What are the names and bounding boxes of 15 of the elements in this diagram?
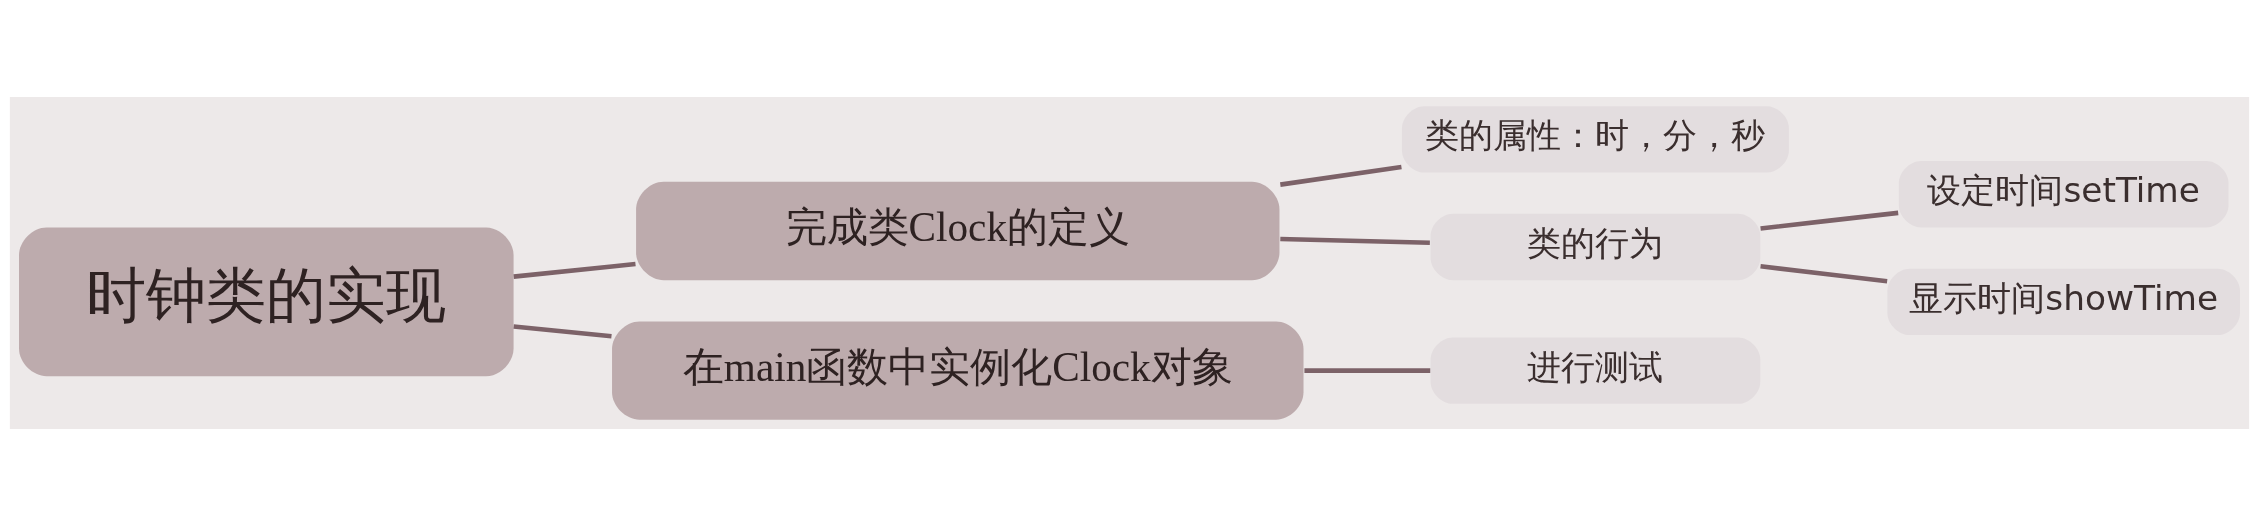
connector [1280, 164, 1402, 187]
node-box: 在main函数中实例化Clock对象 [612, 320, 1304, 420]
node-box: 设定时间setTime [1898, 160, 2229, 227]
connector [1760, 210, 1899, 231]
connector [1760, 263, 1888, 284]
connector [1304, 367, 1431, 373]
node-box: 时钟类的实现 [19, 227, 514, 376]
connector [513, 323, 612, 338]
connector [513, 261, 636, 279]
node-box: 完成类Clock的定义 [636, 181, 1280, 280]
node-box: 类的行为 [1430, 213, 1761, 280]
node-box: 类的属性：时，分，秒 [1401, 105, 1789, 173]
connector [1280, 236, 1430, 245]
node-box: 进行测试 [1430, 336, 1761, 404]
node-box: 显示时间showTime [1887, 268, 2240, 335]
